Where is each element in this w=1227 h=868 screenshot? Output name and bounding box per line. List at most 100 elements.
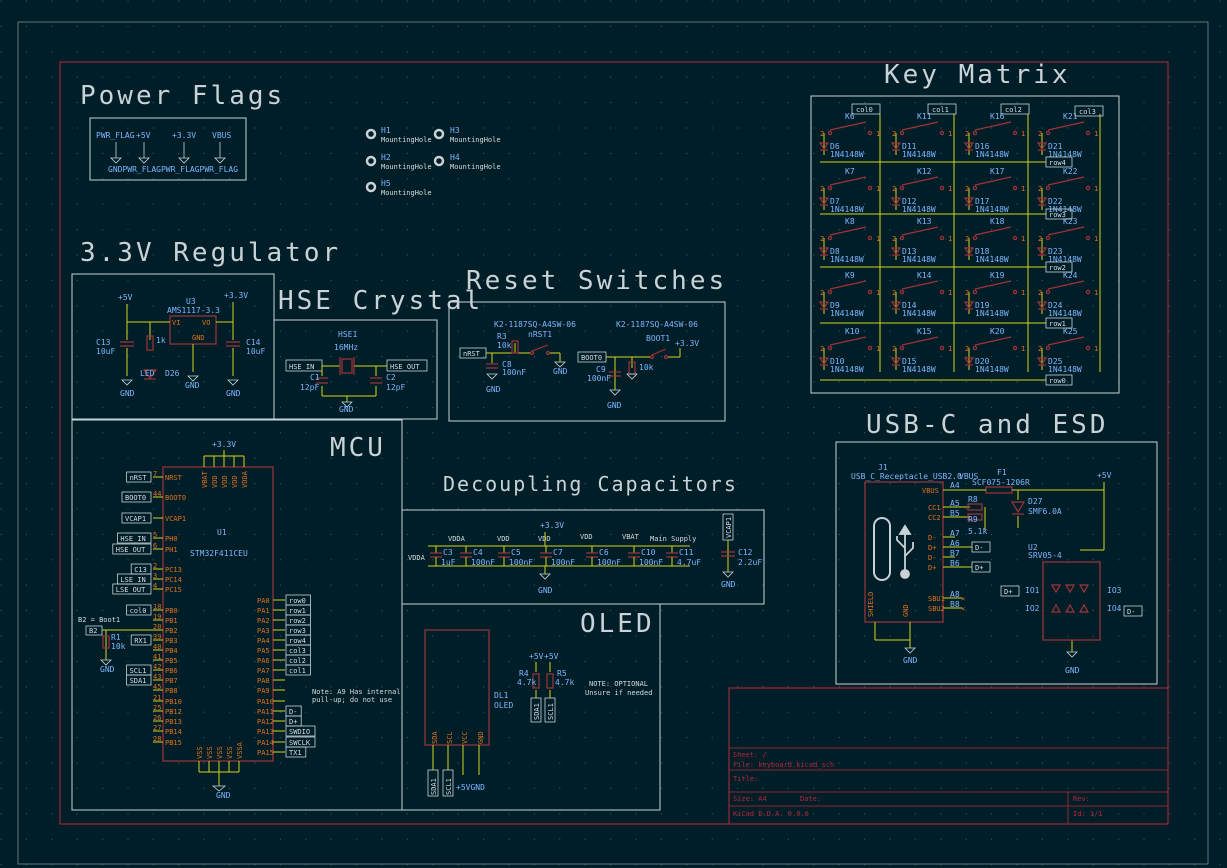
svg-text:D+: D+ [1004,588,1012,596]
svg-text:C7: C7 [553,548,563,557]
usb-pin-label: CC1 [928,504,941,512]
key-ref: K11 [917,112,932,121]
mounting-hole-h5[interactable]: H5 MountingHole [365,179,432,197]
svg-text:18: 18 [153,603,161,611]
net-label[interactable] [126,674,152,686]
switch-boot1[interactable] [649,348,669,360]
pf-label-2: +3.3V [172,131,196,140]
svg-text:1N4148W: 1N4148W [975,205,1009,214]
svg-text:2: 2 [820,345,824,353]
svg-text:1N4148W: 1N4148W [975,309,1009,318]
title-block-date: Date: [800,795,821,803]
svg-text:43: 43 [153,673,161,681]
usb-c-connector-j1[interactable] [864,481,944,623]
regulator-section: 3.3V Regulator +5V +3.3V U3 AMS1117-3.3 … [71,238,338,420]
svg-text:GND: GND [486,385,501,394]
net-label[interactable] [126,471,152,483]
tvs-d27[interactable] [1010,501,1026,515]
net-label[interactable] [285,725,316,737]
net-label[interactable] [112,583,152,595]
mcu-pin-left: NRST [165,474,183,482]
section-title-usb: USB-C and ESD [866,410,1109,440]
svg-text:1uF: 1uF [441,558,456,567]
svg-text:1N4148W: 1N4148W [1048,309,1082,318]
oled-dl1[interactable] [424,629,490,746]
svg-text:H5: H5 [381,179,391,188]
svg-text:H2: H2 [381,153,391,162]
mcu-pin-top: VDD [211,475,219,488]
svg-text:SCL: SCL [446,731,454,744]
key-ref: K18 [990,217,1005,226]
svg-text:1: 1 [876,185,880,193]
key-ref: K23 [1063,217,1078,226]
mcu-pin-left: PB3 [165,637,178,645]
net-label[interactable] [126,604,152,616]
net-label[interactable] [285,746,307,758]
esd-u2[interactable] [1042,561,1101,641]
net-label[interactable] [121,491,152,503]
svg-text:D22: D22 [1048,197,1063,206]
switch-nrst1[interactable] [529,344,551,356]
mcu-pin-left: PB7 [165,677,178,685]
net-label[interactable] [285,664,311,676]
mcu-pin-top: VBAT [201,470,209,488]
svg-text:SDA1: SDA1 [430,778,438,795]
net-label[interactable] [117,532,152,544]
svg-text:10uF: 10uF [246,347,265,356]
mounting-hole-h4[interactable]: H4 MountingHole [433,153,501,171]
mounting-hole-h2[interactable]: H2 MountingHole [365,153,432,171]
svg-text:MountingHole: MountingHole [450,136,501,144]
mcu-pin-bottom: VSSA [236,741,244,759]
mcu-pin-bottom: VSS [196,746,204,759]
net-label[interactable] [130,634,152,646]
mcu-u1[interactable] [162,466,274,762]
svg-text:40: 40 [153,643,161,651]
svg-text:42: 42 [153,663,161,671]
mcu-pin-right: PA12 [257,718,274,726]
net-label[interactable] [121,512,152,524]
svg-text:2: 2 [1038,235,1042,243]
key-ref: K9 [845,271,855,280]
svg-text:OLED: OLED [494,701,513,710]
net-label-dm-esd[interactable] [1123,605,1143,617]
crystal-hse1[interactable] [339,357,355,375]
key-ref: K19 [990,271,1005,280]
mounting-hole-h1[interactable]: H1 MountingHole [365,126,432,144]
svg-text:C2: C2 [386,373,396,382]
net-label[interactable] [112,543,152,555]
mounting-hole-h3[interactable]: H3 MountingHole [433,126,501,144]
net-label-dp-esd[interactable] [1000,585,1020,597]
svg-text:D26: D26 [165,369,180,378]
